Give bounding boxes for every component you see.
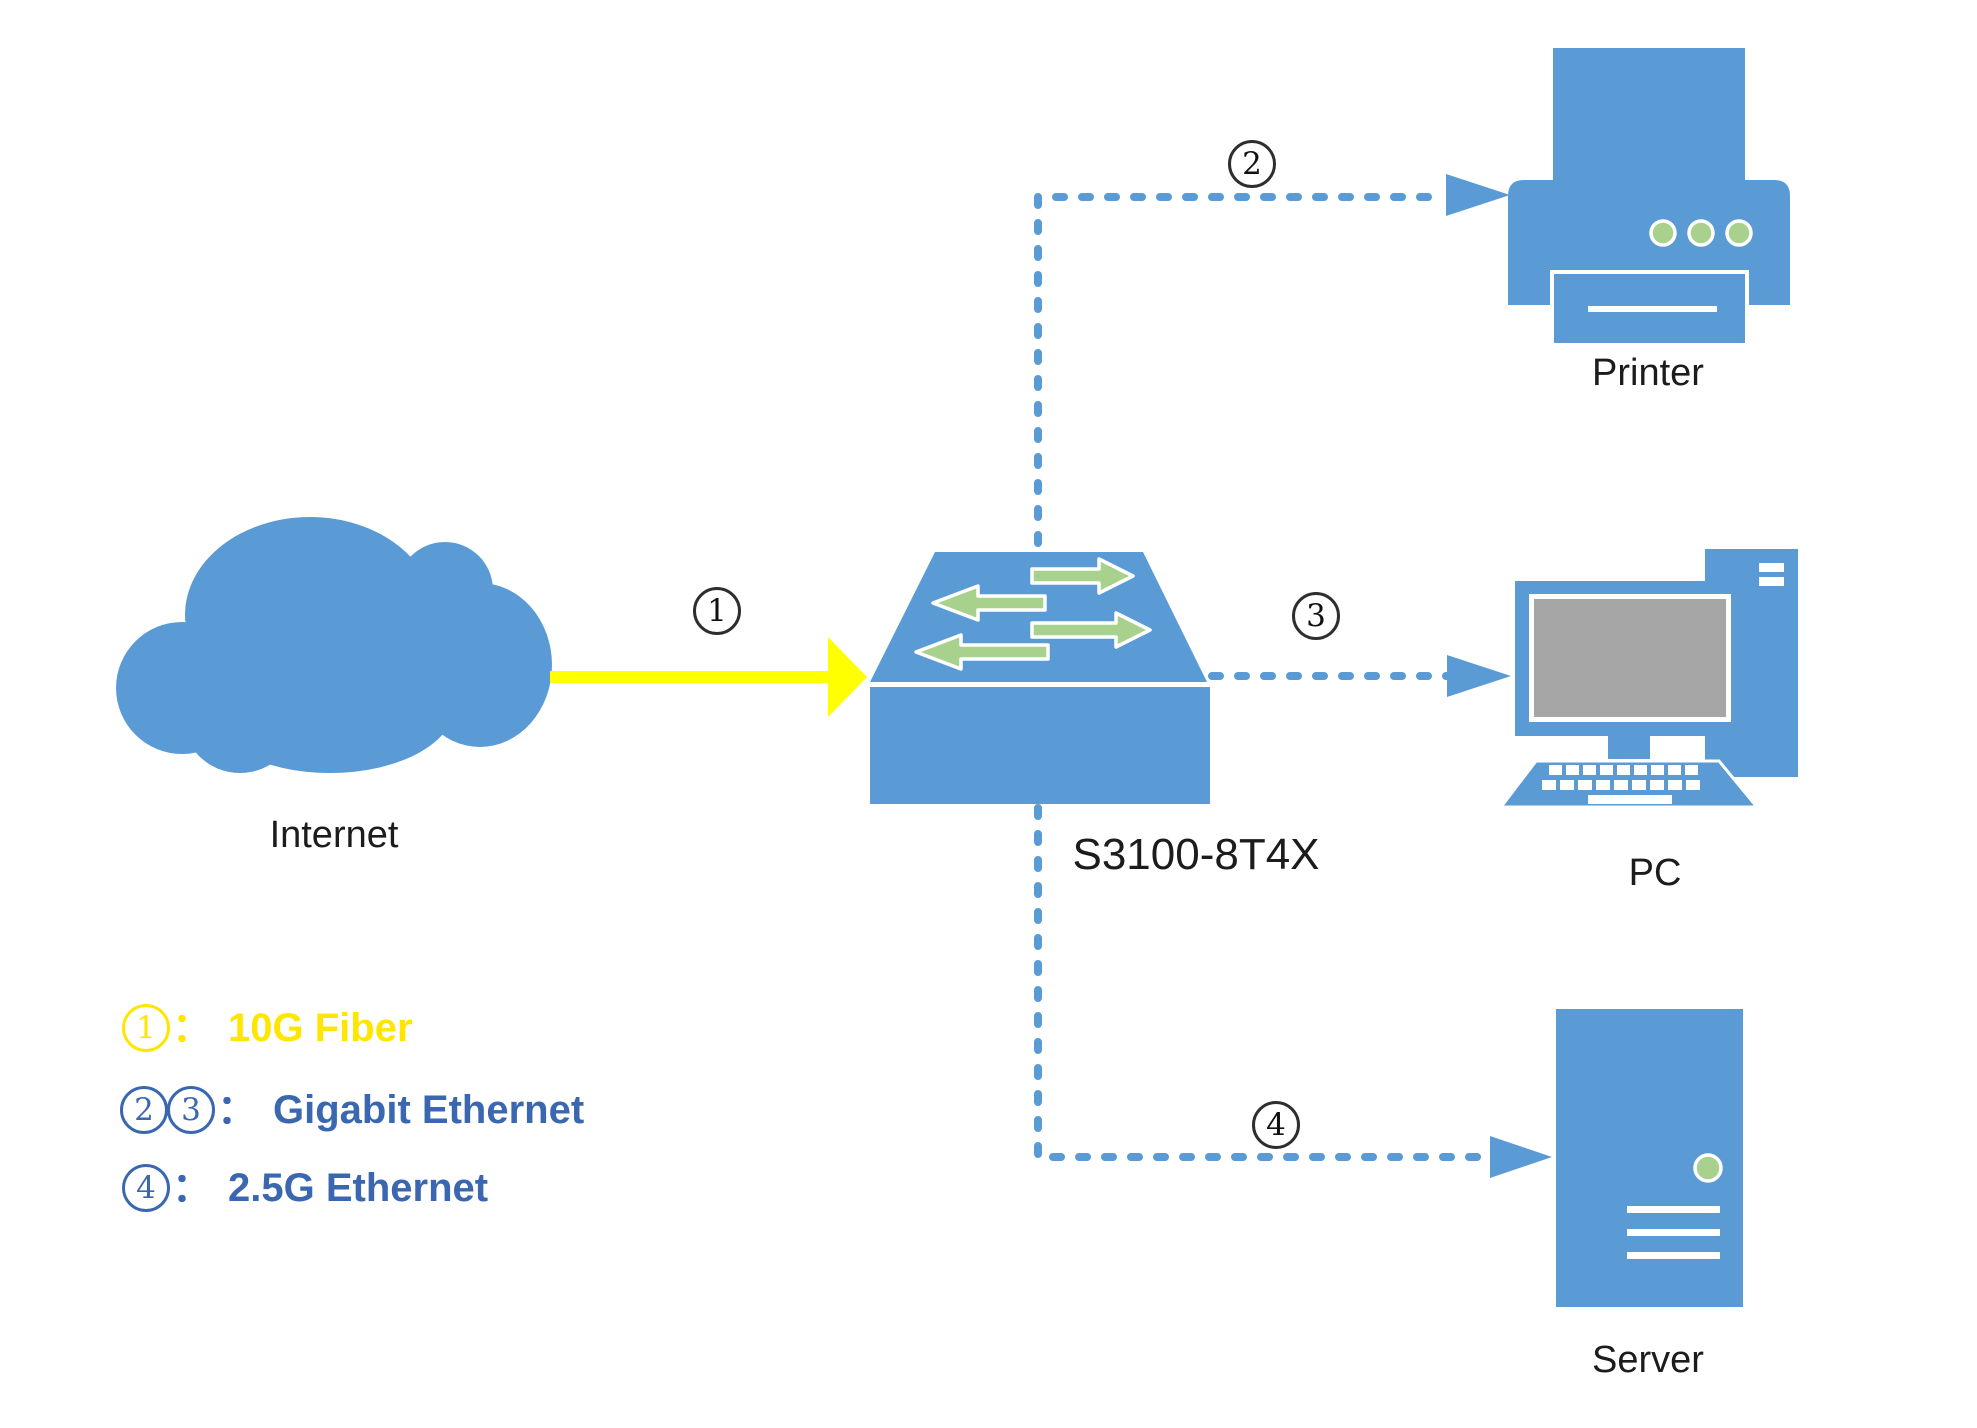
printer-status-lights (1649, 219, 1753, 247)
server-icon (1556, 1009, 1743, 1307)
link-badge-3: 3 (1292, 592, 1340, 640)
printer-icon (1508, 48, 1790, 347)
switch-traffic-arrows (914, 557, 1152, 671)
internet-label: Internet (269, 814, 399, 856)
switch-label: S3100-8T4X (1072, 830, 1320, 879)
ethernet-link-4-server (1034, 804, 1552, 1178)
link-badge-2: 2 (1228, 140, 1276, 188)
legend-badge-4: 4 (122, 1164, 170, 1212)
ethernet-link-2-printer (1034, 174, 1510, 547)
legend-colon: ： (217, 1088, 257, 1132)
internet-cloud-icon (116, 517, 552, 773)
arrowhead-to-printer (1446, 174, 1510, 216)
pc-monitor-stand (1608, 736, 1650, 759)
server-led (1693, 1153, 1723, 1183)
link-badge-4: 4 (1252, 1101, 1300, 1149)
pc-keyboard-keys (1542, 765, 1700, 804)
legend-colon: ： (172, 1006, 212, 1050)
server-label: Server (1592, 1339, 1704, 1381)
legend-item-10g-fiber: 1 ： 10G Fiber (122, 1004, 413, 1052)
arrowhead-to-server (1490, 1136, 1552, 1178)
legend-colon: ： (172, 1166, 212, 1210)
switch-body (870, 687, 1210, 804)
legend-badge-3: 3 (167, 1086, 215, 1134)
legend-item-gigabit-ethernet: 2 3 ： Gigabit Ethernet (120, 1086, 584, 1134)
legend-label-2-5g-ethernet: 2.5G Ethernet (228, 1166, 489, 1210)
pc-label: PC (1628, 852, 1682, 894)
link-badge-1: 1 (693, 587, 741, 635)
pc-screen (1534, 599, 1726, 717)
arrowhead-to-pc (1447, 655, 1511, 697)
legend-label-gigabit-ethernet: Gigabit Ethernet (273, 1088, 585, 1132)
legend-item-2-5g-ethernet: 4 ： 2.5G Ethernet (122, 1164, 488, 1212)
switch-icon (870, 552, 1210, 804)
ethernet-link-3-pc (1208, 655, 1511, 697)
legend-label-10g-fiber: 10G Fiber (228, 1006, 413, 1050)
legend-badge-2: 2 (120, 1086, 168, 1134)
server-vents (1627, 1206, 1720, 1259)
printer-label: Printer (1592, 352, 1704, 394)
printer-paper (1553, 48, 1745, 180)
legend-badge-1: 1 (122, 1004, 170, 1052)
pc-icon (1497, 549, 1798, 809)
fiber-link-1-arrow (550, 637, 867, 717)
